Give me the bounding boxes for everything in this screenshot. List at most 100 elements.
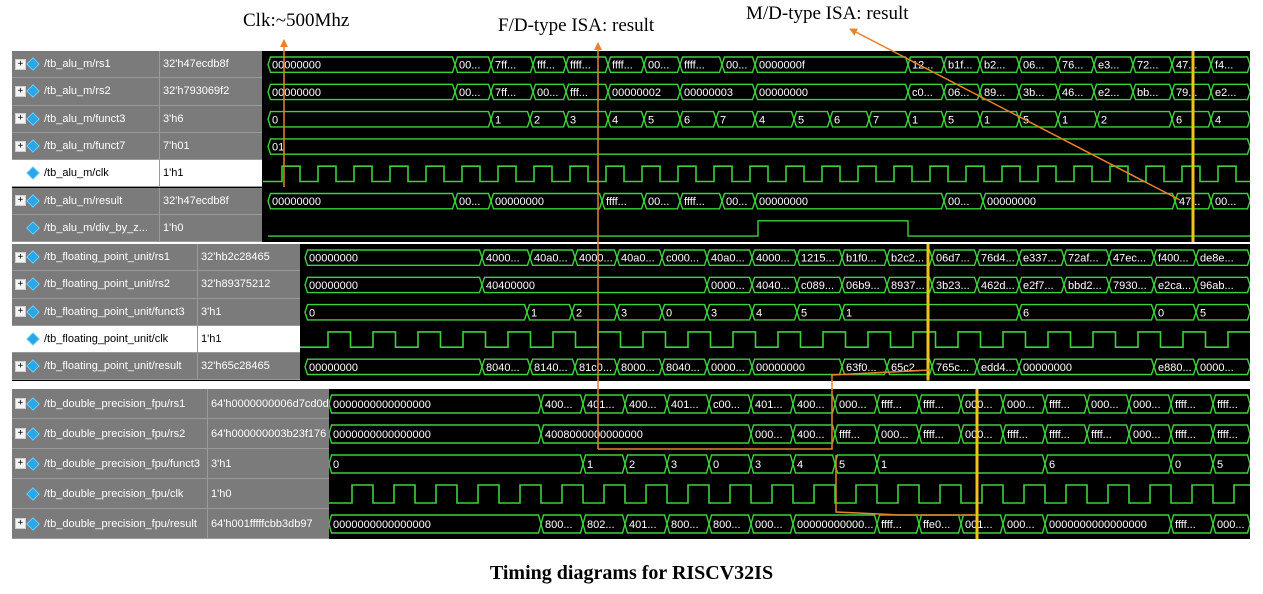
bus-value-label: ffff...: [1007, 429, 1028, 441]
expand-plus-icon[interactable]: +: [15, 251, 26, 263]
signal-name: /tb_floating_point_unit/funct3: [44, 305, 185, 318]
bus-segment: [328, 454, 584, 474]
signal-name-cell[interactable]: /tb_alu_m/div_by_z...: [12, 214, 159, 243]
signal-name-cell[interactable]: +/tb_alu_m/funct3: [12, 105, 159, 133]
bus-value-label: ffff...: [1175, 429, 1196, 441]
signal-name-cell[interactable]: +/tb_alu_m/funct7: [12, 132, 159, 161]
signal-name-cell[interactable]: + /tb_alu_m/result: [12, 187, 159, 215]
bus-value-label: 765c...: [936, 362, 969, 374]
bus-value-label: f4...: [1215, 60, 1233, 72]
bus-value-label: e3...: [1098, 60, 1119, 72]
expand-plus-icon[interactable]: +: [15, 360, 26, 372]
signal-name-cell[interactable]: /tb_double_precision_fpu/clk: [12, 479, 207, 509]
expand-plus-icon[interactable]: +: [15, 518, 26, 529]
bus-value-label: b1f0...: [846, 253, 877, 265]
signal-name-cell[interactable]: +/tb_alu_m/rs2: [12, 78, 159, 106]
bus-value-label: 0: [1175, 459, 1181, 471]
bus-value-label: 5: [948, 114, 954, 126]
bus-value-label: 00000000: [756, 362, 805, 374]
bus-value-label: 06...: [948, 87, 969, 99]
bus-value-label: 6: [834, 114, 840, 126]
signal-value: 3'h1: [197, 298, 300, 326]
bus-value-label: 000...: [755, 519, 783, 531]
signal-name-cell[interactable]: +/tb_double_precision_fpu/funct3: [12, 449, 207, 479]
signal-diamond-icon: [26, 166, 40, 181]
bus-value-label: 000...: [965, 429, 993, 441]
expand-plus-icon[interactable]: +: [15, 398, 26, 409]
signal-name-cell[interactable]: +/tb_floating_point_unit/rs1: [12, 244, 197, 272]
bus-value-label: 4: [759, 114, 765, 126]
signal-name-cell[interactable]: + /tb_floating_point_unit/funct3: [12, 298, 197, 326]
signal-row[interactable]: /tb_alu_m/div_by_z...1'h0: [12, 214, 262, 243]
bus-value-label: 2: [576, 307, 582, 319]
signal-name-cell[interactable]: +/tb_alu_m/rs1: [12, 51, 159, 79]
signal-name-cell[interactable]: /tb_floating_point_unit/clk: [12, 325, 197, 354]
bus-segment: [267, 110, 492, 128]
expand-plus-icon[interactable]: +: [15, 428, 26, 439]
bus-segment: [1195, 358, 1250, 376]
expand-plus-icon[interactable]: +: [15, 85, 26, 97]
expand-plus-icon[interactable]: +: [15, 278, 26, 290]
bus-value-label: de8e...: [1200, 253, 1234, 265]
signal-row[interactable]: + /tb_floating_point_unit/funct3 3'h1: [12, 298, 300, 326]
expand-plus-icon[interactable]: +: [15, 58, 26, 70]
signal-name: /tb_double_precision_fpu/result: [44, 517, 197, 530]
bus-value-label: 1: [1062, 114, 1068, 126]
expand-plus-icon[interactable]: +: [15, 306, 26, 318]
bus-value-label: ffff...: [881, 399, 902, 411]
bus-value-label: b1f...: [948, 60, 972, 72]
bus-value-label: 4: [756, 307, 762, 319]
bus-segment: [1212, 394, 1250, 414]
signal-diamond-icon: [26, 516, 40, 531]
expand-plus-icon[interactable]: +: [15, 195, 26, 207]
bus-segment: [1210, 83, 1250, 101]
bus-value-label: 0000...: [711, 280, 745, 292]
bus-value-label: 4008000000000000: [545, 429, 643, 441]
bus-value-label: 3: [570, 114, 576, 126]
bus-segment: [304, 303, 528, 321]
signal-name-cell[interactable]: /tb_alu_m/clk: [12, 160, 159, 188]
expand-plus-icon[interactable]: +: [15, 113, 26, 125]
bus-value-label: 000...: [839, 399, 867, 411]
bus-value-label: edd4...: [981, 362, 1015, 374]
signal-name: /tb_alu_m/result: [44, 194, 123, 207]
bus-value-label: 4000...: [756, 253, 790, 265]
bus-value-label: 001...: [965, 519, 993, 531]
bus-value-label: 800...: [545, 519, 573, 531]
signal-name-cell[interactable]: +/tb_floating_point_unit/result: [12, 353, 197, 381]
signal-name-cell[interactable]: +/tb_floating_point_unit/rs2: [12, 271, 197, 299]
expand-plus-icon[interactable]: +: [15, 140, 26, 152]
bus-value-label: 400...: [629, 399, 657, 411]
expand-plus-icon[interactable]: +: [15, 458, 26, 469]
bit-trace: [268, 220, 1250, 237]
bus-value-label: 00000000: [272, 196, 321, 208]
bus-value-label: 47ec...: [1113, 253, 1146, 265]
signal-name-cell[interactable]: + /tb_double_precision_fpu/result: [12, 509, 207, 539]
bus-value-label: 72af...: [1068, 253, 1099, 265]
clock-waveform: [300, 331, 1250, 348]
signal-name-cell[interactable]: +/tb_double_precision_fpu/rs1: [12, 389, 207, 419]
bus-value-label: 5: [1200, 307, 1206, 319]
bus-value-label: 00000000: [309, 280, 358, 292]
bus-value-label: 6: [1049, 459, 1055, 471]
signal-name-cell[interactable]: +/tb_double_precision_fpu/rs2: [12, 419, 207, 449]
